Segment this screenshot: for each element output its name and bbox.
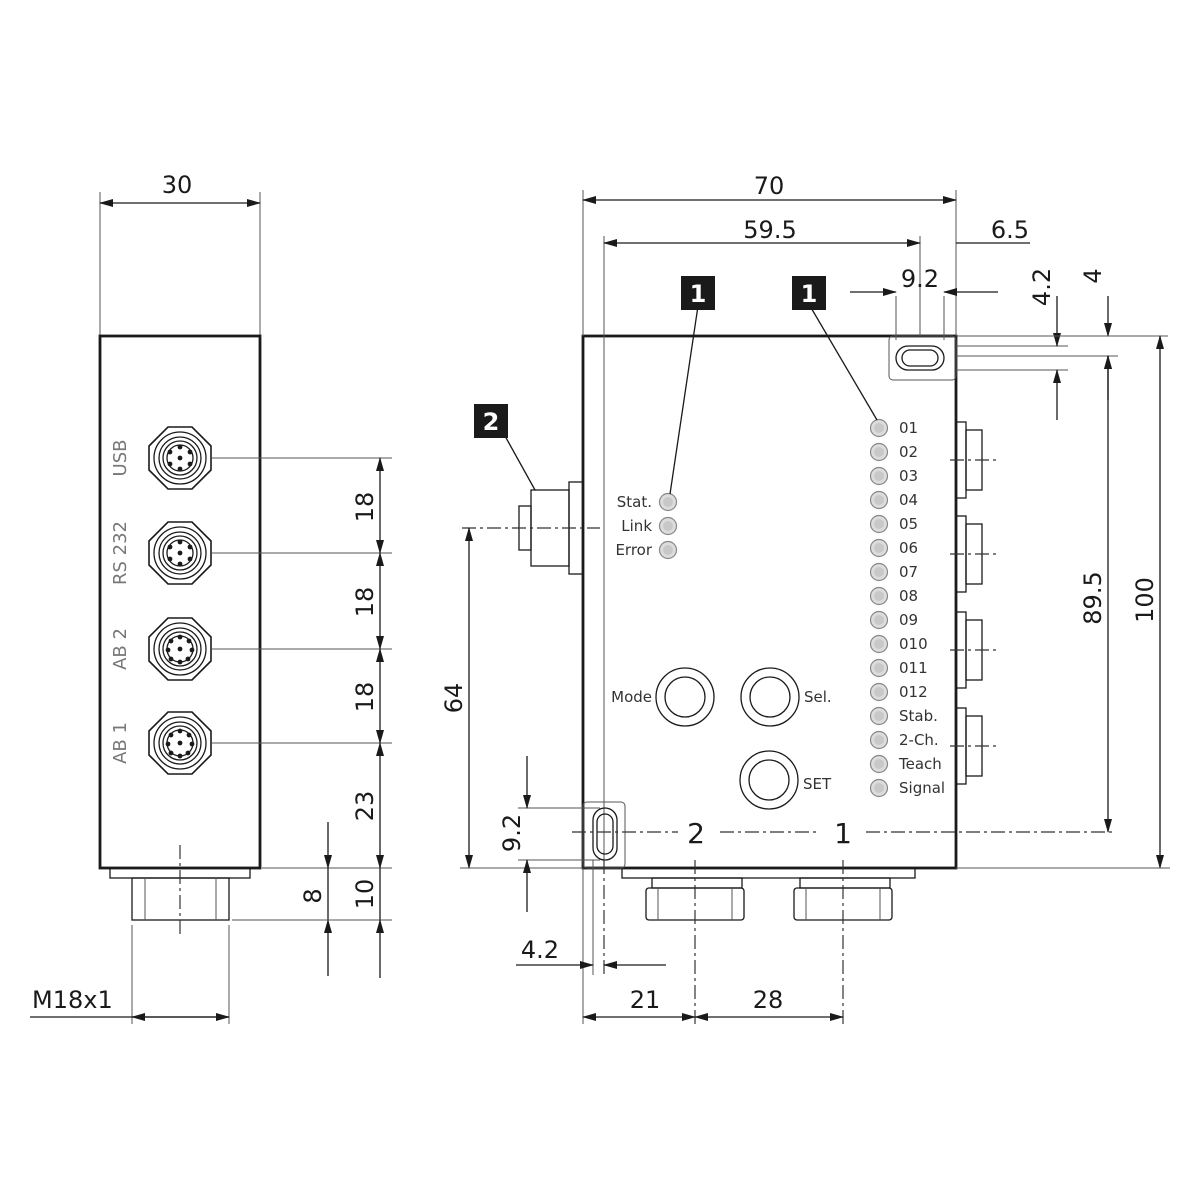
front-dim-6-5: 6.5: [991, 216, 1029, 244]
slot-bottom-left: [592, 807, 618, 861]
front-dim-89-5: 89.5: [1079, 571, 1107, 624]
io-label-03: 03: [899, 467, 918, 485]
svg-text:2: 2: [483, 408, 500, 436]
side-body: [98, 334, 262, 870]
set-button: [739, 750, 799, 810]
sel-button: [740, 667, 800, 727]
svg-text:1: 1: [801, 280, 818, 308]
side-width-dim: 30: [162, 171, 193, 199]
io-label-02: 02: [899, 443, 918, 461]
mode-button: [655, 667, 715, 727]
front-view: 70 59.5 6.5 9.2 4.2 4 89.5 100: [440, 172, 1170, 1024]
side-spacing-3: 18: [351, 682, 379, 713]
side-port-rs232: [148, 521, 212, 585]
io-label-010: 010: [899, 635, 928, 653]
left-connector: [462, 481, 600, 575]
front-dim-59-5: 59.5: [743, 216, 796, 244]
side-label-rs232: RS 232: [110, 521, 131, 585]
front-dim-100: 100: [1131, 577, 1159, 623]
front-dim-4: 4: [1079, 268, 1107, 283]
side-port-ab1: [148, 711, 212, 775]
front-dim-28: 28: [753, 986, 784, 1014]
status-label-error: Error: [615, 541, 652, 559]
side-label-usb: USB: [110, 440, 131, 477]
io-label-012: 012: [899, 683, 928, 701]
status-label-stat: Stat.: [617, 493, 652, 511]
side-label-ab1: AB 1: [110, 722, 131, 764]
io-label-07: 07: [899, 563, 918, 581]
front-dim-offset-4-2: 4.2: [521, 936, 559, 964]
io-label-04: 04: [899, 491, 918, 509]
front-dim-21: 21: [630, 986, 661, 1014]
front-dim-slot-height: 9.2: [498, 814, 526, 852]
front-dim-64: 64: [440, 683, 468, 714]
right-connectors: [950, 421, 996, 785]
io-led-group: 01 02 03 04 05 06 07 08 09 010 011 012 S…: [869, 418, 945, 798]
io-label-08: 08: [899, 587, 918, 605]
side-spacing-4: 23: [351, 791, 379, 822]
side-view: 30: [30, 171, 392, 1024]
io-label-2ch: 2-Ch.: [899, 731, 939, 749]
set-button-label: SET: [803, 775, 832, 793]
io-label-09: 09: [899, 611, 918, 629]
status-led-group: Stat. Link Error: [615, 492, 678, 560]
callout-1-io: [792, 276, 826, 310]
io-label-06: 06: [899, 539, 918, 557]
status-led-stat: [658, 492, 678, 512]
sel-button-label: Sel.: [804, 688, 832, 706]
side-spacing-1: 18: [351, 492, 379, 523]
slot-top-right: [895, 345, 945, 371]
side-spacing-2: 18: [351, 587, 379, 618]
front-dim-4-2: 4.2: [1028, 268, 1056, 306]
callout-1-status: [681, 276, 715, 310]
mode-button-label: Mode: [611, 688, 652, 706]
io-label-011: 011: [899, 659, 928, 677]
status-led-link: [658, 516, 678, 536]
io-label-teach: Teach: [898, 755, 942, 773]
side-thread-dim: M18x1: [32, 986, 113, 1014]
io-label-stab: Stab.: [899, 707, 938, 725]
io-label-05: 05: [899, 515, 918, 533]
callout-2-connector: [474, 404, 508, 438]
status-label-link: Link: [621, 517, 652, 535]
side-label-ab2: AB 2: [110, 628, 131, 670]
front-dim-slot-width: 9.2: [901, 265, 939, 293]
port-label-2: 2: [687, 817, 705, 850]
status-led-error: [658, 540, 678, 560]
side-dim-8: 8: [299, 888, 327, 903]
front-dim-70: 70: [754, 172, 785, 200]
io-label-signal: Signal: [899, 779, 945, 797]
side-port-ab2: [148, 617, 212, 681]
port-label-1: 1: [834, 817, 852, 850]
side-dim-10: 10: [351, 879, 379, 910]
svg-text:1: 1: [690, 280, 707, 308]
io-label-01: 01: [899, 419, 918, 437]
side-port-usb: [148, 426, 212, 490]
